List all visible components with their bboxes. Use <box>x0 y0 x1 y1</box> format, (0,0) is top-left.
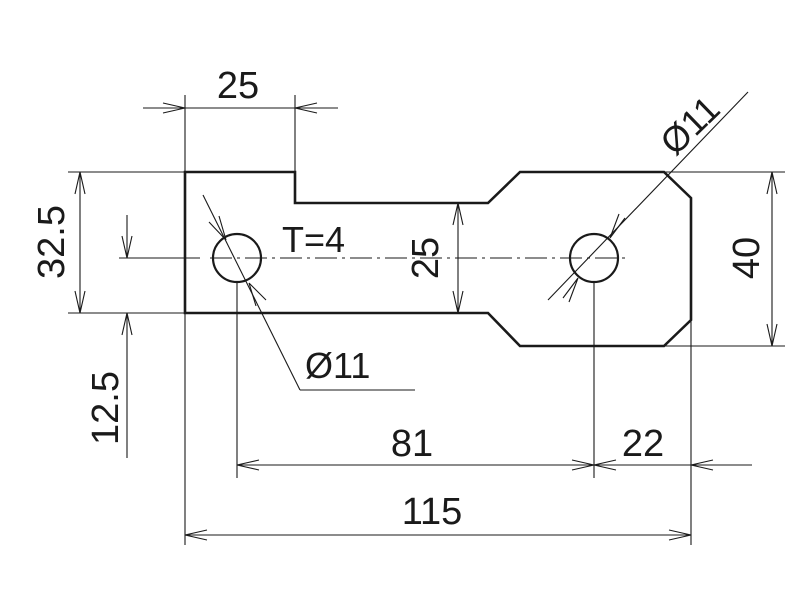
leader-right-hole-diameter <box>547 91 749 303</box>
label-right-hole-offset: 22 <box>622 423 664 465</box>
dimension-right-height <box>664 171 785 347</box>
label-overall-length: 115 <box>402 491 463 533</box>
label-top-width: 25 <box>217 65 259 107</box>
label-left-hole-offset: 12.5 <box>85 371 127 445</box>
thickness-note: T=4 <box>282 219 345 260</box>
leader-left-hole-diameter <box>202 194 415 391</box>
dimension-top-width <box>143 95 338 172</box>
dimension-neck-height <box>452 202 464 314</box>
dimension-left-hole-offset <box>121 215 133 458</box>
dimension-hole-spacing <box>236 282 595 478</box>
dimension-right-hole-offset <box>593 320 752 545</box>
dimension-overall-length <box>184 313 692 545</box>
label-left-hole-diameter: Ø11 <box>305 345 370 386</box>
part-outline <box>183 170 693 348</box>
label-right-hole-diameter: Ø11 <box>652 88 728 163</box>
label-hole-spacing: 81 <box>391 423 433 465</box>
label-neck-height: 25 <box>405 237 447 279</box>
label-left-height: 32.5 <box>31 205 73 279</box>
label-right-height: 40 <box>726 237 768 279</box>
